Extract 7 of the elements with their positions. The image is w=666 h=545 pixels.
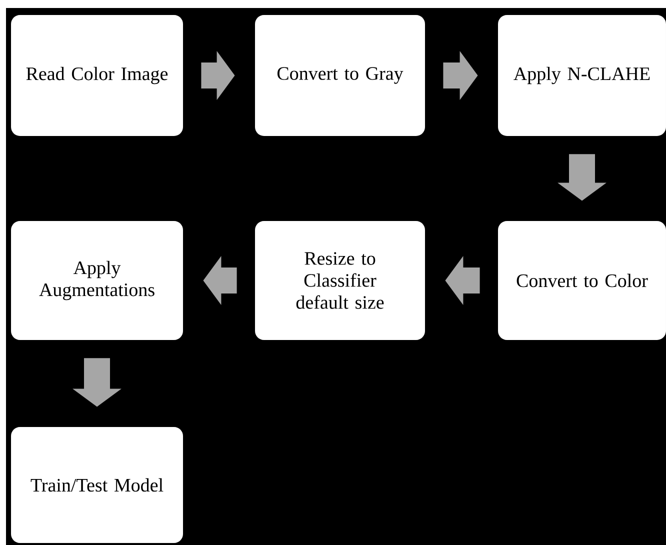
process-box: Apply N-CLAHE (498, 15, 666, 136)
process-box: Convert to Color (498, 221, 666, 340)
process-box: Read Color Image (11, 15, 183, 136)
process-box: Convert to Gray (255, 15, 425, 136)
process-box: Apply Augmentations (11, 221, 183, 340)
process-box: Resize to Classifier default size (255, 221, 425, 340)
process-box: Train/Test Model (11, 426, 183, 543)
